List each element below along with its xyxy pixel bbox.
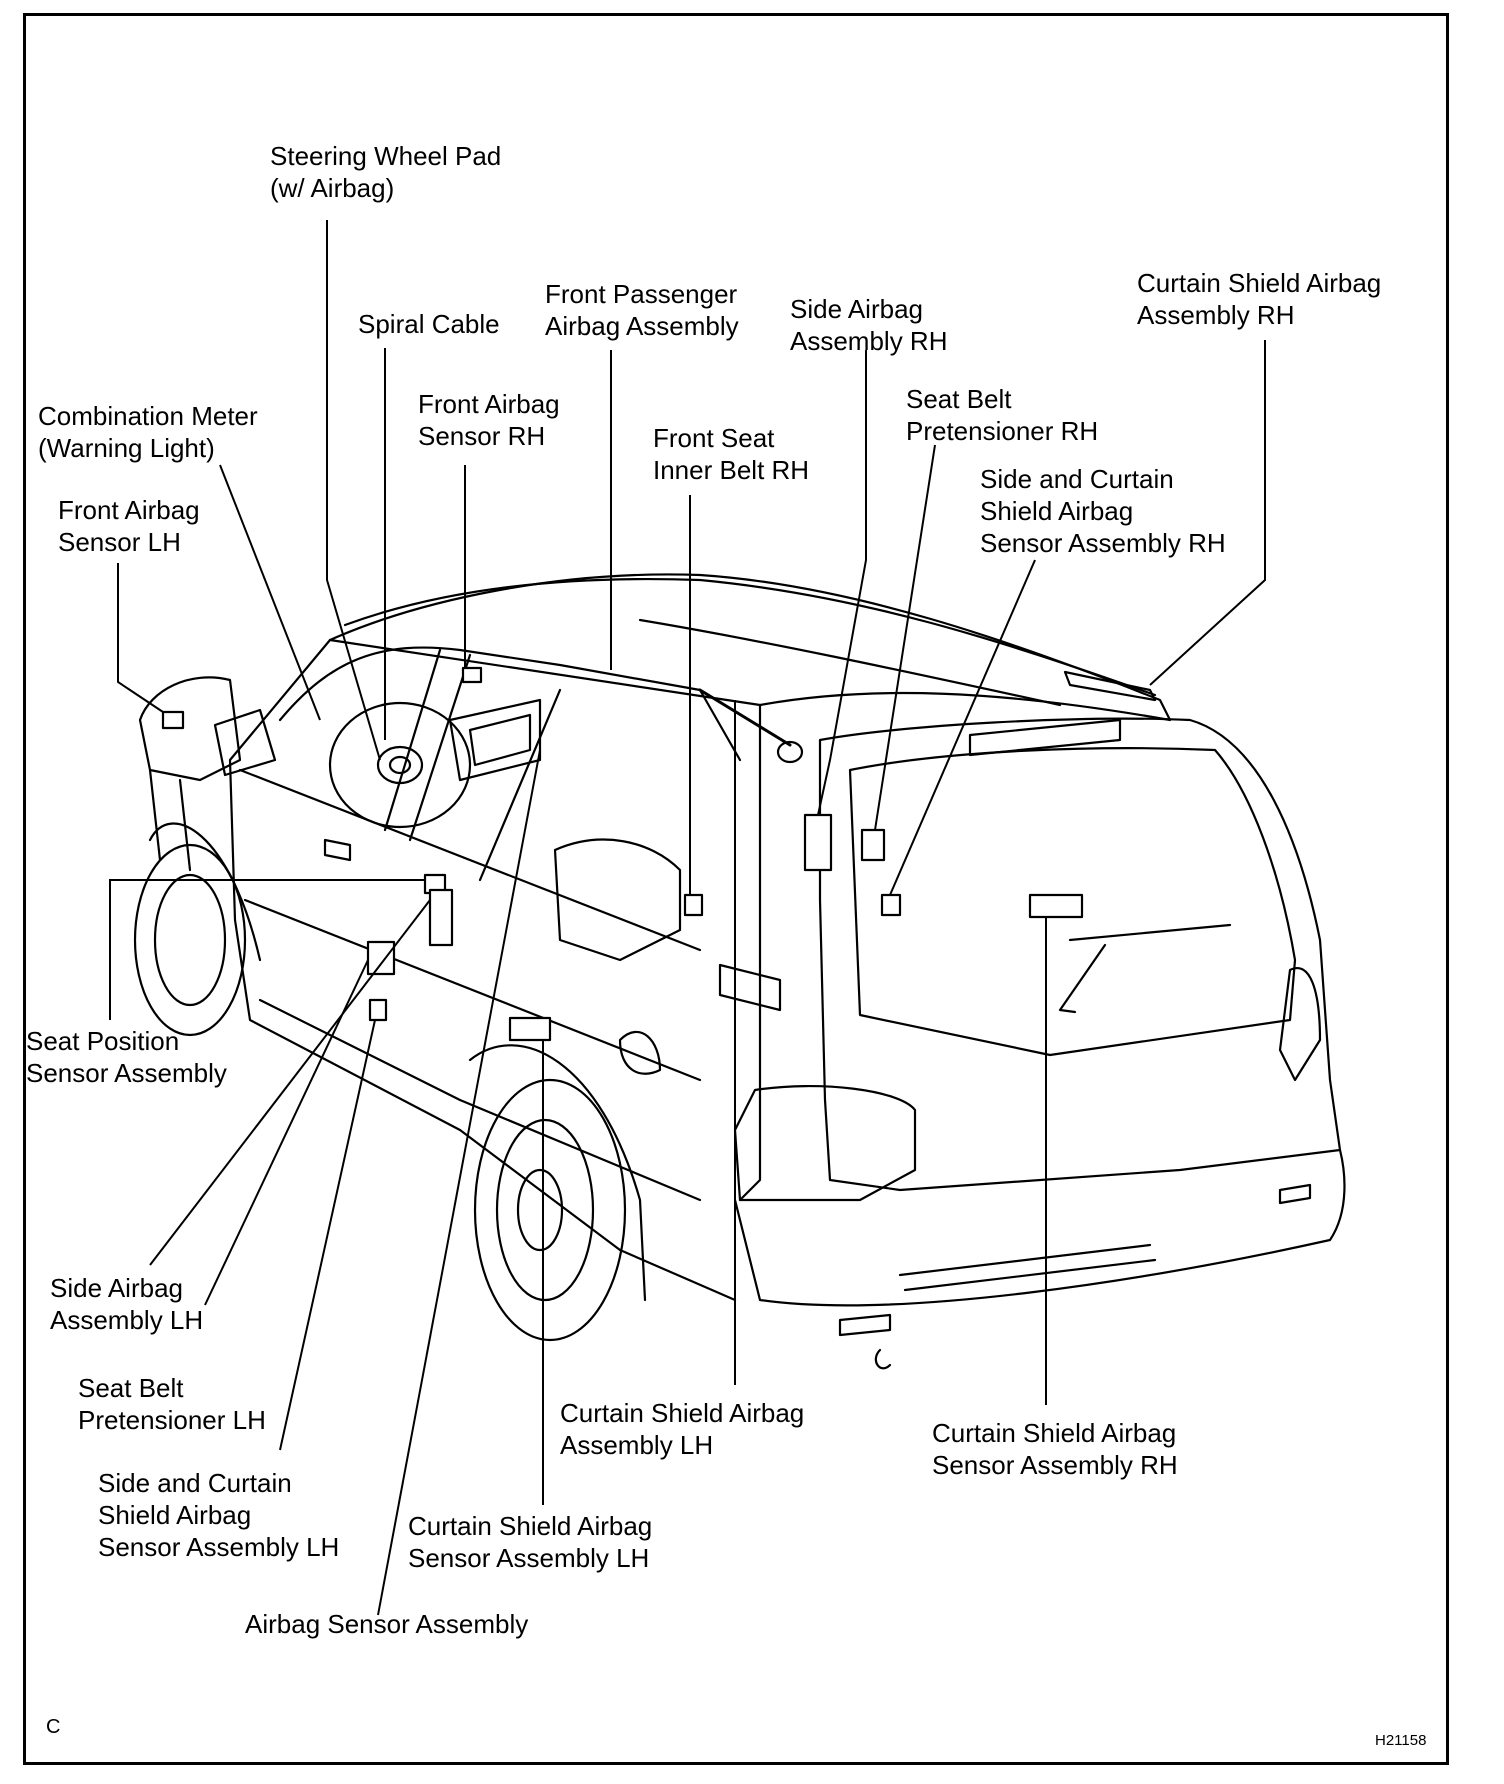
- label-front-airbag-sensor-rh: Front Airbag Sensor RH: [418, 389, 560, 451]
- rear-bumper: [733, 1148, 1346, 1307]
- sensor-rh-box: [880, 893, 902, 917]
- pretensioner-rh-box: [860, 828, 886, 862]
- label-combination-meter: Combination Meter (Warning Light): [38, 401, 258, 463]
- label-front-seat-inner-belt-rh: Front Seat Inner Belt RH: [653, 423, 810, 485]
- label-side-curtain-sensor-lh: Side and Curtain Shield Airbag Sensor As…: [98, 1468, 340, 1562]
- front-airbag-sensor-lh-box: [161, 710, 185, 730]
- leader-side-curtain-sensor-rh: [889, 559, 1036, 896]
- label-side-curtain-sensor-rh: Side and Curtain Shield Airbag Sensor As…: [980, 464, 1226, 558]
- steering-wheel: [328, 701, 472, 829]
- leader-side-curtain-sensor-lh: [279, 1019, 376, 1451]
- curtain-shield-tube-rh: [698, 688, 792, 747]
- leader-seat-belt-pretensioner-lh: [204, 959, 369, 1306]
- leader-side-airbag-lh: [149, 899, 431, 1266]
- label-curtain-shield-airbag-rh: Curtain Shield Airbag Assembly RH: [1137, 268, 1382, 330]
- label-side-airbag-rh: Side Airbag Assembly RH: [790, 294, 948, 356]
- front-wheel: [133, 843, 247, 1037]
- instrument-panel: [448, 698, 542, 782]
- rear-wheel: [473, 1078, 627, 1342]
- label-curtain-shield-airbag-lh: Curtain Shield Airbag Assembly LH: [560, 1398, 805, 1460]
- diagram-frame: [23, 13, 1449, 1765]
- label-curtain-shield-sensor-rh: Curtain Shield Airbag Sensor Assembly RH: [932, 1418, 1178, 1480]
- label-steering-wheel-pad: Steering Wheel Pad (w/ Airbag): [270, 141, 502, 203]
- corner-letter: C: [46, 1716, 61, 1738]
- sensor-lh-box: [368, 998, 388, 1022]
- label-front-passenger-airbag: Front Passenger Airbag Assembly: [545, 279, 739, 341]
- roof-outline: [328, 573, 1172, 722]
- tail-light-right: [1278, 967, 1322, 1082]
- tail-light-left: [733, 1084, 917, 1202]
- leader-front-airbag-sensor-lh: [117, 563, 164, 713]
- leader-airbag-sensor-assembly: [377, 749, 541, 1616]
- rear-window: [848, 747, 1297, 1057]
- leader-combination-meter: [219, 464, 321, 721]
- pretensioner-lh-box: [366, 940, 396, 976]
- side-airbag-rh-box: [803, 813, 833, 872]
- front-seat-rh: [553, 838, 682, 962]
- curtain-sensor-lh-box: [508, 1016, 552, 1042]
- leader-steering-wheel-pad: [326, 220, 381, 761]
- label-side-airbag-lh: Side Airbag Assembly LH: [50, 1273, 204, 1335]
- curtain-sensor-rh-box: [1028, 893, 1084, 919]
- label-airbag-sensor-assembly: Airbag Sensor Assembly: [245, 1609, 529, 1639]
- front-fender: [138, 676, 242, 782]
- label-seat-position-sensor: Seat Position Sensor Assembly: [26, 1026, 227, 1088]
- figure-code: H21158: [1375, 1732, 1427, 1749]
- label-seat-belt-pretensioner-rh: Seat Belt Pretensioner RH: [906, 384, 1099, 446]
- leader-seat-belt-pretensioner-rh: [874, 444, 936, 831]
- label-front-airbag-sensor-lh: Front Airbag Sensor LH: [58, 495, 200, 557]
- leader-side-airbag-rh: [817, 350, 867, 816]
- label-seat-belt-pretensioner-lh: Seat Belt Pretensioner LH: [78, 1373, 266, 1435]
- side-airbag-lh-box: [428, 888, 454, 947]
- body-side: [228, 638, 762, 1302]
- label-spiral-cable: Spiral Cable: [358, 309, 500, 339]
- leader-curtain-shield-rh: [1149, 340, 1266, 686]
- label-curtain-shield-sensor-lh: Curtain Shield Airbag Sensor Assembly LH: [408, 1511, 653, 1573]
- windshield: [278, 646, 742, 762]
- side-mirror: [213, 708, 277, 777]
- front-airbag-sensor-rh-box: [461, 666, 483, 684]
- rear-hatch: [818, 717, 1342, 1192]
- leader-seat-position-sensor: [109, 879, 425, 1020]
- inner-belt-rh-box: [683, 893, 704, 917]
